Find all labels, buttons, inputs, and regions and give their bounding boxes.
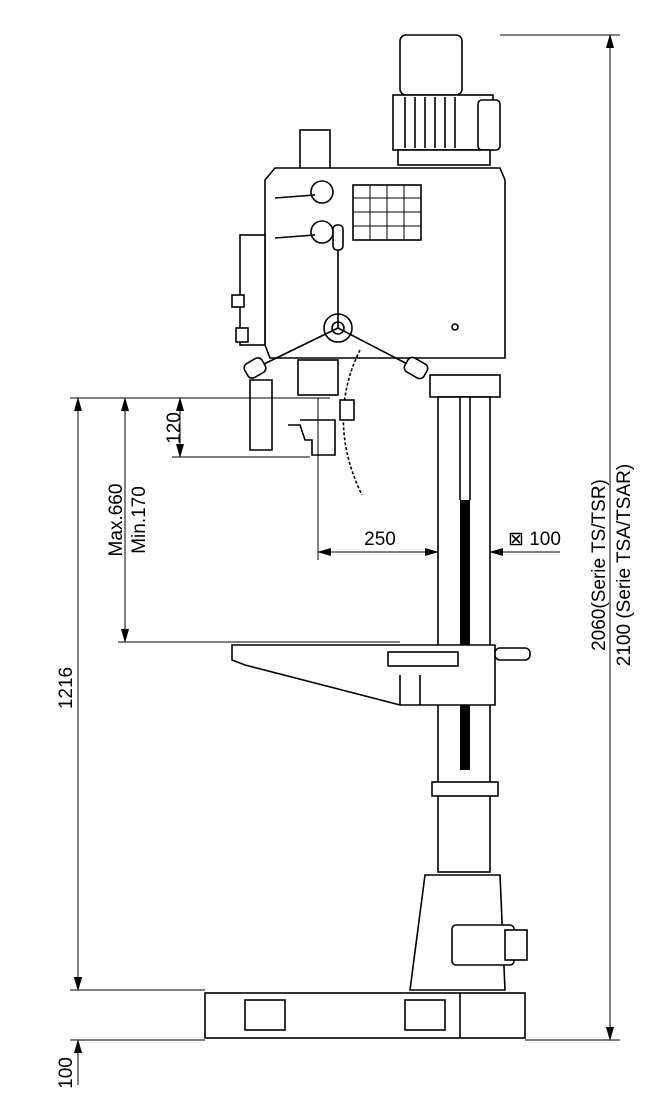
work-table <box>231 644 531 706</box>
dim-height-tsa: 2100 (Serie TSA/TSAR) <box>614 464 635 666</box>
dim-base-100: 100 <box>56 1057 77 1089</box>
dim-250: 250 <box>364 529 396 550</box>
motor <box>392 34 501 166</box>
dim-min-170: Min.170 <box>129 486 150 554</box>
dimension-lines <box>70 34 620 1085</box>
dim-120: 120 <box>164 412 185 444</box>
drill-head <box>231 129 506 496</box>
dim-height-ts: 2060(Serie TS/TSR) <box>589 479 610 651</box>
column <box>429 374 501 873</box>
dim-max-660: Max.660 <box>106 484 127 557</box>
dim-1216: 1216 <box>56 667 77 709</box>
base <box>204 874 528 1039</box>
dim-column-100: ⊠ 100 <box>508 529 561 550</box>
